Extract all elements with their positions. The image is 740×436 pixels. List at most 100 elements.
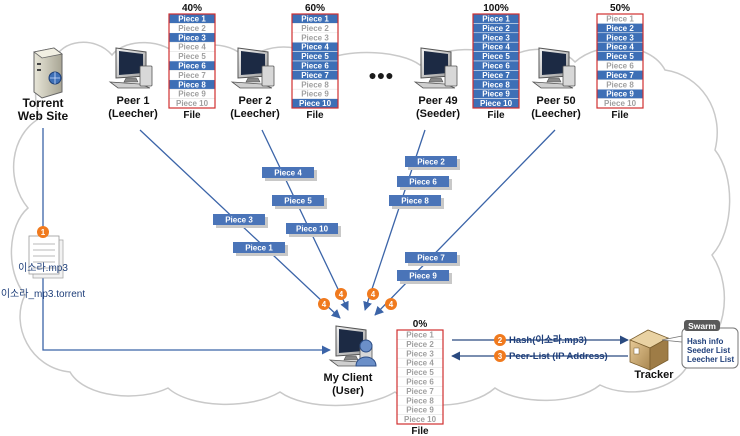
step3-badge: 3 (494, 350, 506, 362)
file-label: File (487, 110, 505, 121)
website-title: Torrent (22, 96, 63, 110)
swarm-item: Leecher List (687, 355, 734, 364)
piece-label: Piece 4 (178, 43, 206, 52)
transfer-label: Piece 6 (409, 178, 437, 187)
piece-label: Piece 7 (178, 71, 206, 80)
document-icon (28, 235, 64, 279)
peer2-to-client-line (261, 129, 349, 311)
torrent-file-name: 이소라_mp3.torrent (1, 288, 86, 300)
server-icon (33, 47, 63, 99)
piece-label: Piece 3 (406, 349, 434, 358)
client-title: My Client (324, 372, 373, 384)
piece-label: Piece 6 (406, 378, 434, 387)
peer49-computer-icon (413, 47, 458, 89)
piece-label: Piece 8 (301, 80, 329, 89)
hash-request-label: Hash(이소라.mp3) (509, 334, 587, 346)
file-percent: 40% (182, 3, 202, 14)
piece-label: Piece 10 (480, 99, 513, 108)
peer2-computer-icon (230, 47, 275, 89)
piece-label: Piece 1 (178, 15, 206, 24)
swarm-item: Seeder List (687, 346, 730, 355)
piece-tags: Piece 3 Piece 1 Piece 4 Piece 5 Piece 10 Piec… (37, 156, 506, 362)
peer-name: Peer 2 (238, 95, 271, 107)
file-frame (168, 13, 216, 109)
transfer-label: Piece 4 (274, 169, 302, 178)
peer-role: (Leecher) (230, 108, 280, 120)
badge-number: 4 (339, 290, 344, 299)
piece-label: Piece 10 (604, 99, 637, 108)
piece-label: Piece 4 (606, 43, 634, 52)
step4-badge-a: 4 (318, 298, 330, 310)
piece-label: Piece 2 (301, 24, 329, 33)
badge-number: 4 (389, 300, 394, 309)
file-label: File (611, 110, 629, 121)
piece-transfer-tag: Piece 2 (405, 156, 460, 170)
swarm-title: Swarm (688, 321, 716, 331)
file-label: File (411, 426, 429, 436)
piece-label: Piece 1 (406, 331, 434, 340)
piece-transfer-tag: Piece 10 (286, 223, 341, 237)
transfer-label: Piece 5 (284, 197, 312, 206)
step4-badge-d: 4 (385, 298, 397, 310)
file-percent: 60% (305, 3, 325, 14)
peer-list-label: Peer-List (IP Address) (509, 351, 608, 362)
piece-label: Piece 8 (406, 396, 434, 405)
client-subtitle: (User) (332, 385, 364, 397)
piece-label: Piece 7 (406, 387, 434, 396)
piece-transfer-tag: Piece 3 (213, 214, 268, 228)
piece-label: Piece 4 (482, 43, 510, 52)
file-percent: 50% (610, 3, 630, 14)
transfer-label: Piece 8 (401, 197, 429, 206)
piece-label: Piece 6 (301, 62, 329, 71)
peer-role: (Seeder) (416, 108, 460, 120)
piece-label: Piece 9 (482, 90, 510, 99)
piece-label: Piece 8 (178, 80, 206, 89)
piece-label: Piece 2 (178, 24, 206, 33)
peer50-computer-icon (531, 47, 576, 89)
piece-label: Piece 5 (606, 52, 634, 61)
step4-badge-c: 4 (367, 288, 379, 300)
piece-label: Piece 3 (482, 33, 510, 42)
swarm-item: Hash info (687, 337, 724, 346)
peer-name: Peer 1 (116, 95, 149, 107)
badge-number: 4 (322, 300, 327, 309)
icon-layer (28, 47, 669, 371)
piece-label: Piece 1 (606, 15, 634, 24)
piece-label: Piece 4 (406, 359, 434, 368)
piece-label: Piece 5 (406, 368, 434, 377)
piece-label: Piece 9 (606, 90, 634, 99)
badge-number: 4 (371, 290, 376, 299)
piece-label: Piece 9 (406, 406, 434, 415)
piece-label: Piece 3 (606, 33, 634, 42)
file-percent: 0% (413, 319, 428, 330)
badge-number: 2 (498, 336, 503, 345)
piece-transfer-tag: Piece 5 (272, 195, 327, 209)
piece-label: Piece 6 (178, 62, 206, 71)
website-to-client-line (42, 128, 331, 355)
peer50-to-client-line (374, 129, 556, 316)
transfer-label: Piece 1 (245, 244, 273, 253)
step4-badge-b: 4 (335, 288, 347, 300)
peer-role: (Leecher) (531, 108, 581, 120)
badge-number: 1 (41, 228, 46, 237)
piece-label: Piece 10 (404, 415, 437, 424)
piece-label: Piece 4 (301, 43, 329, 52)
piece-label: Piece 2 (482, 24, 510, 33)
website-subtitle: Web Site (18, 109, 69, 123)
piece-label: Piece 7 (606, 71, 634, 80)
transfer-label: Piece 7 (417, 254, 445, 263)
piece-label: Piece 2 (606, 24, 634, 33)
piece-label: Piece 5 (301, 52, 329, 61)
piece-label: Piece 5 (178, 52, 206, 61)
piece-transfer-tag: Piece 1 (233, 242, 288, 256)
piece-label: Piece 6 (482, 62, 510, 71)
peer-name: Peer 50 (536, 95, 575, 107)
piece-label: Piece 1 (301, 15, 329, 24)
